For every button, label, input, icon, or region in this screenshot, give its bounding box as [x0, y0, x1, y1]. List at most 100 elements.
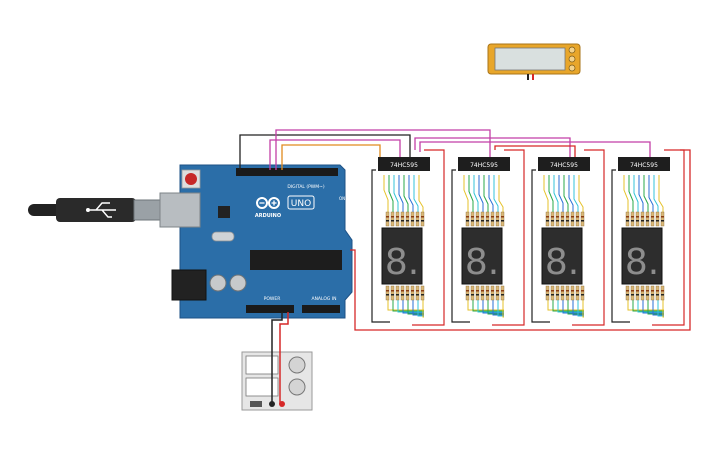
wire-magenta-chain-1[interactable]	[414, 137, 571, 157]
resistor[interactable]	[560, 285, 565, 301]
resistor[interactable]	[415, 285, 420, 301]
shift-register-chip[interactable]	[378, 157, 430, 171]
wire-output[interactable]	[493, 175, 499, 212]
resistor[interactable]	[650, 285, 655, 301]
resistor[interactable]	[635, 211, 640, 227]
wire-segment[interactable]	[662, 300, 664, 318]
wire-magenta-latch[interactable]	[275, 129, 491, 170]
wire-output[interactable]	[658, 175, 664, 212]
wire-output[interactable]	[638, 175, 644, 212]
multimeter-terminal-com[interactable]	[568, 64, 576, 72]
resistor[interactable]	[470, 285, 475, 301]
resistor[interactable]	[660, 285, 665, 301]
resistor[interactable]	[500, 211, 505, 227]
resistor[interactable]	[550, 285, 555, 301]
resistor[interactable]	[560, 211, 565, 227]
wire-black-loop[interactable]	[611, 169, 630, 323]
wire-output[interactable]	[648, 175, 654, 212]
wire-segment[interactable]	[402, 300, 424, 314]
resistor[interactable]	[570, 211, 575, 227]
wire-output[interactable]	[548, 175, 554, 212]
resistor[interactable]	[480, 211, 485, 227]
wire-output[interactable]	[643, 175, 649, 212]
wire-segment[interactable]	[467, 300, 504, 311]
resistor[interactable]	[485, 285, 490, 301]
wire-red-loop[interactable]	[572, 149, 605, 326]
wire-segment[interactable]	[577, 300, 584, 317]
wire-output[interactable]	[488, 175, 494, 212]
resistor[interactable]	[640, 285, 645, 301]
voltage-knob[interactable]	[288, 356, 306, 374]
resistor[interactable]	[385, 211, 390, 227]
wire-segment[interactable]	[637, 300, 664, 313]
wire-segment[interactable]	[652, 300, 664, 316]
psu-wires[interactable]	[271, 312, 289, 404]
wire-segment[interactable]	[547, 300, 584, 311]
resistor[interactable]	[490, 211, 495, 227]
resistor[interactable]	[655, 211, 660, 227]
wire-output[interactable]	[383, 175, 389, 212]
resistor[interactable]	[640, 211, 645, 227]
resistor[interactable]	[580, 211, 585, 227]
resistor[interactable]	[555, 285, 560, 301]
resistor[interactable]	[635, 285, 640, 301]
wire-output[interactable]	[398, 175, 404, 212]
resistor[interactable]	[495, 211, 500, 227]
resistor[interactable]	[475, 285, 480, 301]
shift-register-chip[interactable]	[458, 157, 510, 171]
resistor[interactable]	[405, 211, 410, 227]
wire-segment[interactable]	[647, 300, 664, 315]
current-knob[interactable]	[288, 378, 306, 396]
wire-segment[interactable]	[627, 300, 664, 311]
resistor[interactable]	[630, 211, 635, 227]
resistor[interactable]	[660, 211, 665, 227]
wire-orange-data[interactable]	[281, 144, 381, 170]
wire-black-gnd[interactable]	[239, 134, 411, 170]
wire-red-loop[interactable]	[412, 149, 445, 326]
seven-segment-display[interactable]	[541, 227, 583, 285]
wire-segment[interactable]	[657, 300, 664, 317]
resistor[interactable]	[420, 285, 425, 301]
wire-red-loop[interactable]	[652, 149, 685, 326]
wire-magenta-chain-2[interactable]	[419, 141, 651, 157]
resistor[interactable]	[575, 211, 580, 227]
wire-segment[interactable]	[412, 300, 424, 316]
resistor[interactable]	[655, 285, 660, 301]
seven-segment-display[interactable]	[621, 227, 663, 285]
wire-segment[interactable]	[552, 300, 584, 312]
wire-output[interactable]	[388, 175, 394, 212]
wire-output[interactable]	[413, 175, 419, 212]
resistor[interactable]	[570, 285, 575, 301]
resistor[interactable]	[480, 285, 485, 301]
wire-segment[interactable]	[557, 300, 584, 313]
resistor[interactable]	[390, 211, 395, 227]
wire-output[interactable]	[468, 175, 474, 212]
resistor[interactable]	[565, 285, 570, 301]
resistor[interactable]	[400, 211, 405, 227]
wire-segment[interactable]	[497, 300, 504, 317]
wire-output[interactable]	[403, 175, 409, 212]
wire-output[interactable]	[628, 175, 634, 212]
resistor[interactable]	[495, 285, 500, 301]
seven-segment-display[interactable]	[461, 227, 503, 285]
resistor[interactable]	[415, 211, 420, 227]
resistor[interactable]	[395, 211, 400, 227]
resistor[interactable]	[390, 285, 395, 301]
wire-segment[interactable]	[407, 300, 424, 315]
resistor[interactable]	[465, 285, 470, 301]
wire-segment[interactable]	[397, 300, 424, 313]
wire-segment[interactable]	[477, 300, 504, 313]
power-supply[interactable]	[241, 351, 313, 411]
resistor[interactable]	[580, 285, 585, 301]
wire-segment[interactable]	[642, 300, 664, 314]
wire-output[interactable]	[543, 175, 549, 212]
wire-magenta-clock[interactable]	[269, 139, 401, 170]
resistor[interactable]	[545, 285, 550, 301]
wire-red-chain[interactable]	[494, 145, 576, 157]
resistor[interactable]	[565, 211, 570, 227]
reset-button[interactable]	[181, 169, 201, 189]
wire-segment[interactable]	[487, 300, 504, 315]
resistor[interactable]	[490, 285, 495, 301]
wire-red-loop[interactable]	[492, 149, 525, 326]
